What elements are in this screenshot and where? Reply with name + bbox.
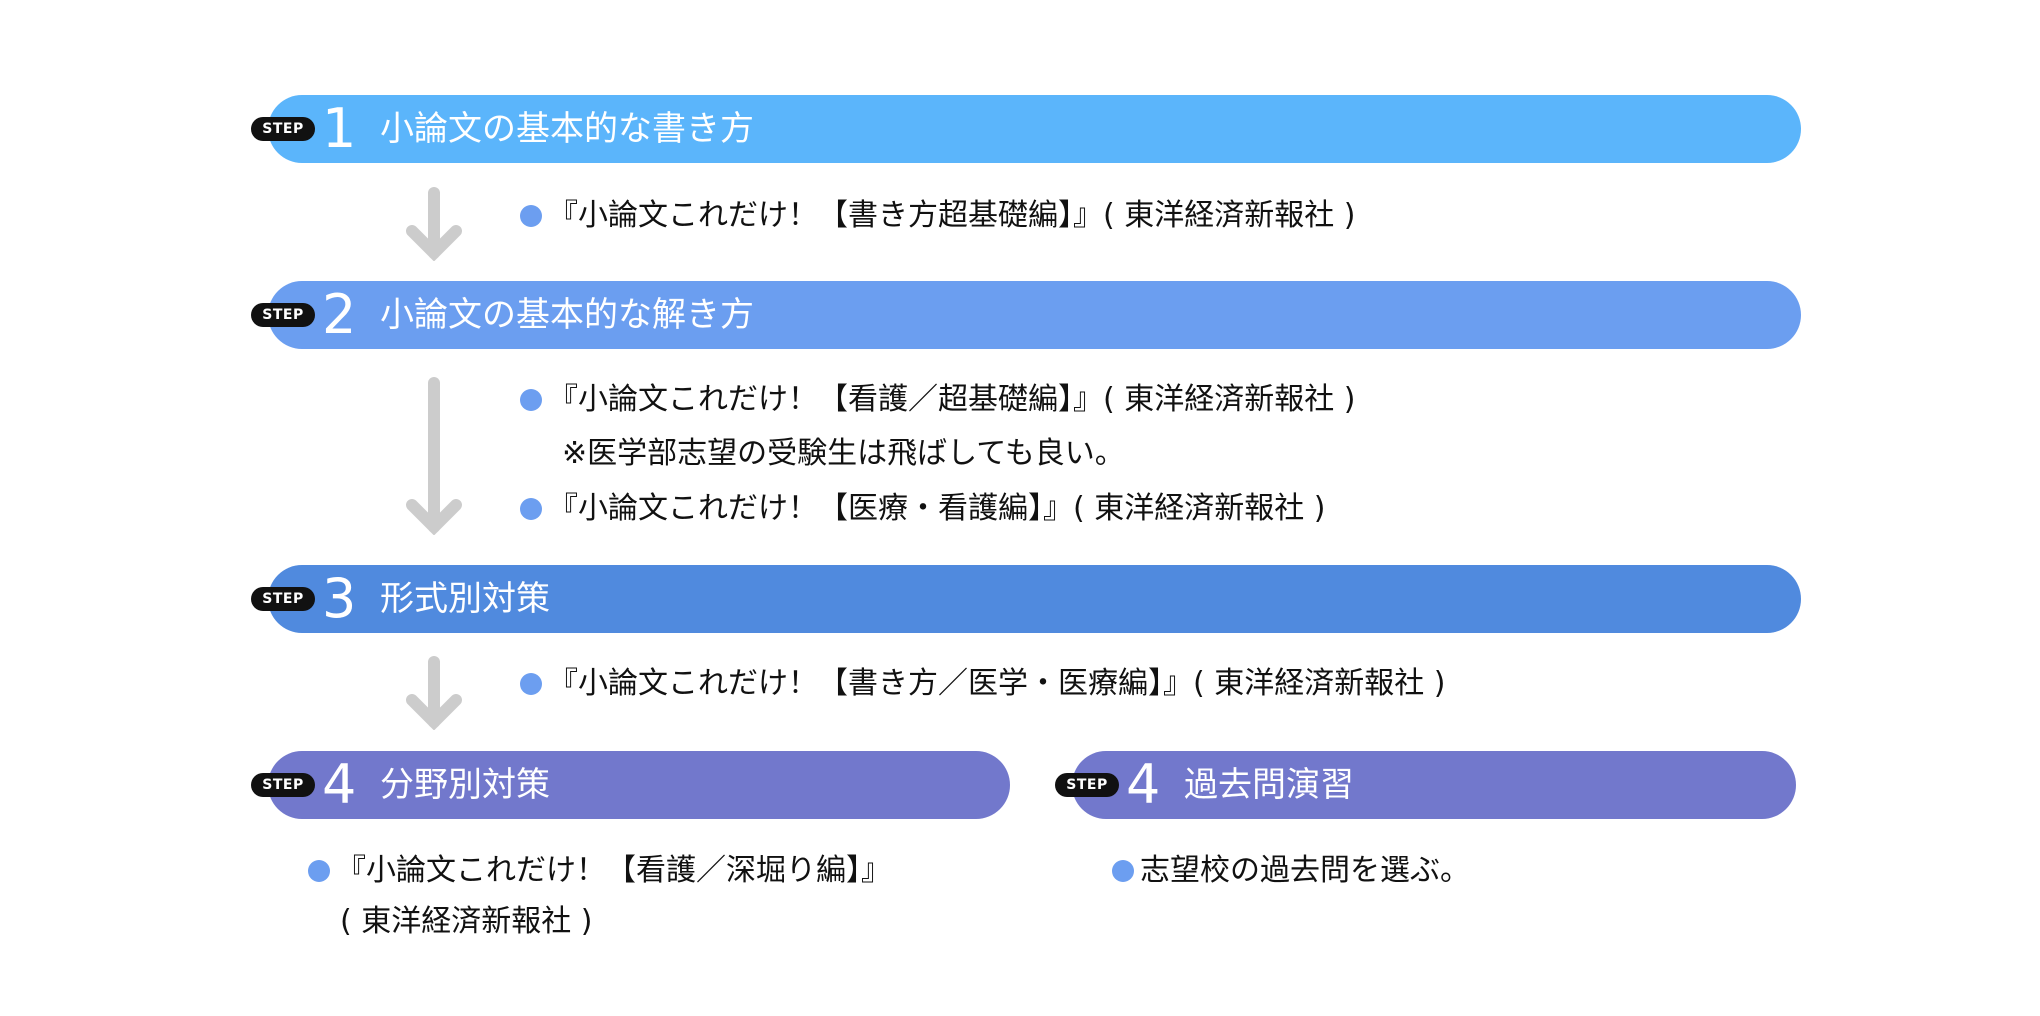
step-title: 過去問演習 bbox=[1184, 765, 1354, 805]
list-item-continuation: ( 東洋経済新報社 ) bbox=[340, 904, 593, 939]
bullet-icon bbox=[1112, 860, 1134, 882]
list-item: 『小論文これだけ！【看護／深堀り編】』 bbox=[308, 851, 891, 891]
down-arrow-icon bbox=[406, 377, 462, 535]
bullet-icon bbox=[520, 673, 542, 695]
step-title: 小論文の基本的な解き方 bbox=[380, 295, 754, 335]
step-badge: STEP bbox=[1055, 773, 1119, 797]
step-number: 3 bbox=[322, 567, 357, 630]
list-item: 『小論文これだけ！【看護／超基礎編】』( 東洋経済新報社 ) bbox=[520, 380, 1355, 420]
list-note: ※医学部志望の受験生は飛ばしても良い。 bbox=[562, 436, 1125, 471]
step-badge: STEP bbox=[251, 117, 315, 141]
down-arrow-icon bbox=[406, 656, 462, 730]
step-number: 4 bbox=[1126, 753, 1161, 816]
step-number: 4 bbox=[322, 753, 357, 816]
step-badge: STEP bbox=[251, 303, 315, 327]
list-item: 『小論文これだけ！【医療・看護編】』( 東洋経済新報社 ) bbox=[520, 489, 1325, 529]
step-4-past-exam-header: STEP 4 過去問演習 bbox=[1055, 751, 1796, 819]
list-item: 『小論文これだけ！【書き方超基礎編】』( 東洋経済新報社 ) bbox=[520, 196, 1355, 236]
down-arrow-icon bbox=[406, 187, 462, 261]
bullet-icon bbox=[520, 498, 542, 520]
step-title: 形式別対策 bbox=[380, 579, 550, 619]
list-item: 『小論文これだけ！【書き方／医学・医療編】』( 東洋経済新報社 ) bbox=[520, 664, 1445, 704]
step-3-header: STEP 3 形式別対策 bbox=[251, 565, 1801, 633]
bullet-icon bbox=[520, 205, 542, 227]
step-number: 1 bbox=[322, 97, 357, 160]
step-4-field-header: STEP 4 分野別対策 bbox=[251, 751, 1010, 819]
step-badge: STEP bbox=[251, 773, 315, 797]
step-badge: STEP bbox=[251, 587, 315, 611]
step-2-header: STEP 2 小論文の基本的な解き方 bbox=[251, 281, 1801, 349]
step-title: 小論文の基本的な書き方 bbox=[380, 109, 754, 149]
list-item: 志望校の過去問を選ぶ。 bbox=[1112, 851, 1470, 891]
step-title: 分野別対策 bbox=[380, 765, 550, 805]
bullet-icon bbox=[520, 389, 542, 411]
bullet-icon bbox=[308, 860, 330, 882]
step-1-header: STEP 1 小論文の基本的な書き方 bbox=[251, 95, 1801, 163]
step-number: 2 bbox=[322, 283, 357, 346]
